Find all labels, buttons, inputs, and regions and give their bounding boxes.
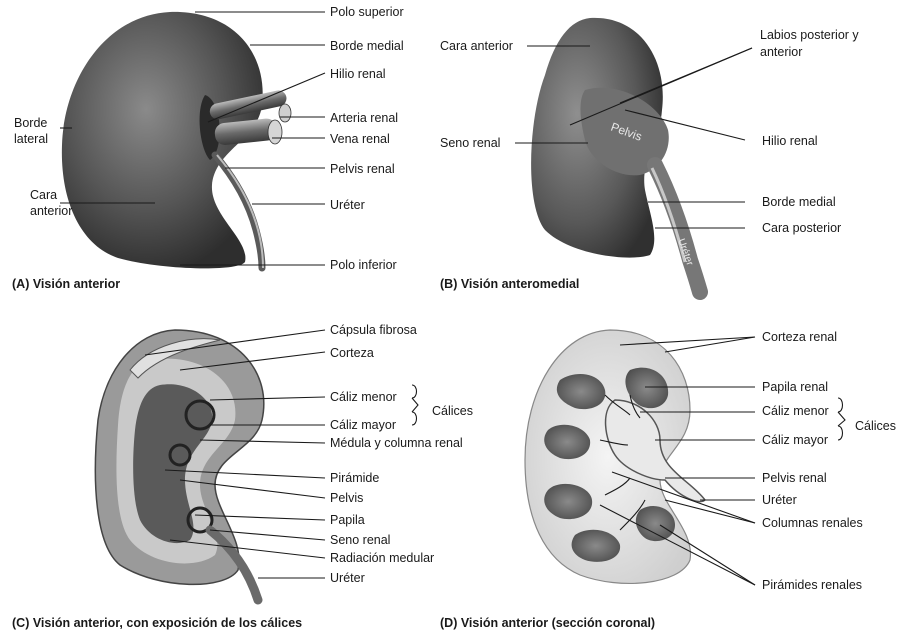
renal-vein-a-end: [267, 119, 283, 145]
label-pelvis-renal-d: Pelvis renal: [762, 471, 827, 485]
label-ureter-d: Uréter: [762, 493, 797, 507]
renal-pelvis-b: [580, 87, 669, 176]
label-borde-medial-a: Borde medial: [330, 39, 404, 53]
label-hilio-renal-b: Hilio renal: [762, 134, 818, 148]
label-cara-anterior-a-2: anterior: [30, 204, 72, 218]
label-polo-inferior: Polo inferior: [330, 258, 397, 272]
panel-d: Corteza renal Papila renal Cáliz menor C…: [440, 329, 896, 630]
label-caliz-menor-d: Cáliz menor: [762, 404, 829, 418]
ureter-c: [205, 525, 263, 605]
ureter-a-highlight: [216, 154, 264, 269]
label-pelvis-renal-a: Pelvis renal: [330, 162, 395, 176]
caption-b: (B) Visión anteromedial: [440, 277, 579, 291]
label-cara-anterior-b: Cara anterior: [440, 39, 513, 53]
ureter-b-highlight: [650, 167, 687, 263]
kidney-a-body: [61, 11, 263, 269]
label-labios-1: Labios posterior y: [760, 28, 859, 42]
label-pelvis-c: Pelvis: [330, 491, 363, 505]
label-ureter-c: Uréter: [330, 571, 365, 585]
label-cara-anterior-a-1: Cara: [30, 188, 57, 202]
label-vena-renal: Vena renal: [330, 132, 390, 146]
caption-c: (C) Visión anterior, con exposición de l…: [12, 616, 302, 630]
label-caliz-mayor-c: Cáliz mayor: [330, 418, 396, 432]
calyx-c-2: [168, 443, 192, 467]
label-capsula: Cápsula fibrosa: [330, 323, 417, 337]
capsule-c-edge: [129, 338, 221, 379]
label-corteza-c: Corteza: [330, 346, 374, 360]
label-papila-renal-d: Papila renal: [762, 380, 828, 394]
label-medula: Médula y columna renal: [330, 436, 463, 450]
label-arteria-renal: Arteria renal: [330, 111, 398, 125]
label-labios-2: anterior: [760, 45, 802, 59]
label-cara-posterior: Cara posterior: [762, 221, 841, 235]
label-seno-renal-c: Seno renal: [330, 533, 390, 547]
label-piramides-renales: Pirámides renales: [762, 578, 862, 592]
panel-a: Polo superior Borde medial Hilio renal A…: [12, 5, 404, 291]
renal-vein-a: [214, 118, 277, 145]
label-borde-lateral-1: Borde: [14, 116, 47, 130]
pelvis-d: [604, 399, 706, 503]
caption-a: (A) Visión anterior: [12, 277, 120, 291]
label-hilio-renal-a: Hilio renal: [330, 67, 386, 81]
label-calices-d: Cálices: [855, 419, 896, 433]
calyces-d: [599, 394, 646, 531]
label-caliz-menor-c: Cáliz menor: [330, 390, 397, 404]
ureter-b: [647, 157, 708, 300]
label-seno-renal-b: Seno renal: [440, 136, 500, 150]
label-calices-c: Cálices: [432, 404, 473, 418]
pyramids-d: [544, 367, 675, 562]
label-columnas-renales: Columnas renales: [762, 516, 863, 530]
label-caliz-mayor-d: Cáliz mayor: [762, 433, 828, 447]
caption-d: (D) Visión anterior (sección coronal): [440, 616, 655, 630]
panel-c: Cápsula fibrosa Corteza Cáliz menor Cáli…: [12, 323, 473, 630]
ureter-a: [211, 151, 266, 272]
calyx-c-3: [186, 506, 214, 534]
label-piramide: Pirámide: [330, 471, 379, 485]
label-radiacion: Radiación medular: [330, 551, 434, 565]
label-ureter-a: Uréter: [330, 198, 365, 212]
renal-artery-a-end: [278, 103, 292, 123]
panel-b: Pelvis Uréter Cara anterior Labios poste…: [440, 17, 859, 300]
label-borde-lateral-2: lateral: [14, 132, 48, 146]
label-polo-superior: Polo superior: [330, 5, 404, 19]
calyx-c-1: [184, 399, 216, 431]
label-corteza-renal-d: Corteza renal: [762, 330, 837, 344]
label-papila-c: Papila: [330, 513, 365, 527]
label-borde-medial-b: Borde medial: [762, 195, 836, 209]
